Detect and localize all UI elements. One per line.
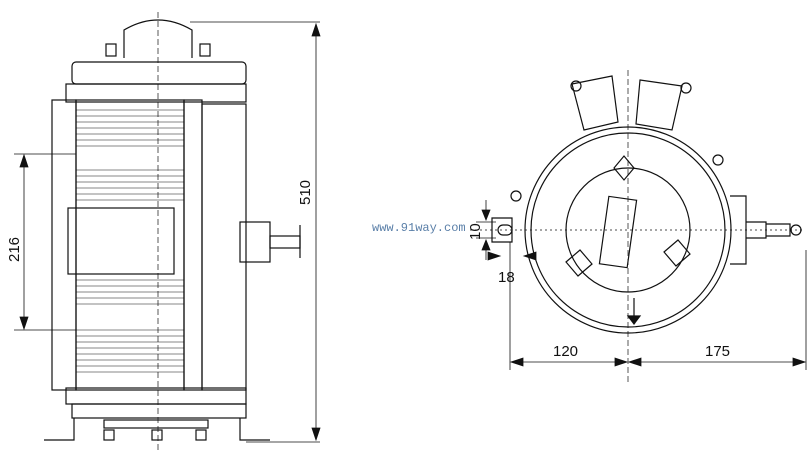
dim-175-label: 175 — [705, 343, 730, 360]
dim-lines — [476, 200, 807, 370]
top-view — [470, 70, 807, 385]
dim-216 — [14, 153, 76, 331]
dim-510 — [190, 21, 321, 443]
dim-slot-width-label: 10 — [467, 223, 484, 240]
dim-120-label: 120 — [553, 343, 578, 360]
watermark: www.91way.com — [372, 221, 466, 235]
dim-18-label: 18 — [498, 269, 515, 286]
dim-510-label: 510 — [297, 180, 314, 205]
dim-216-label: 216 — [6, 237, 23, 262]
side-view — [14, 12, 321, 450]
